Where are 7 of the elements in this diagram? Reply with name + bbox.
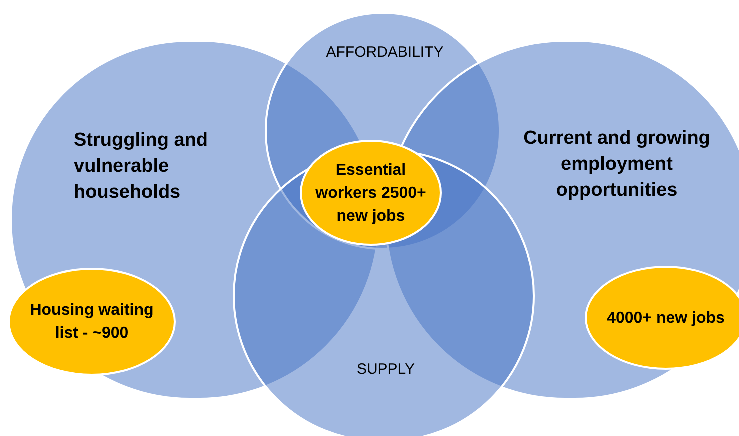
circle-label: AFFORDABILITY — [325, 43, 445, 63]
circle-label: Essential workers 2500+ new jobs — [314, 160, 428, 226]
circle-label: 4000+ new jobs — [606, 308, 726, 328]
circle-label: Housing waiting list - ~900 — [29, 301, 155, 344]
circle-label: Current and growing employment opportunities — [522, 127, 712, 203]
circle-label: Struggling and vulnerable households — [74, 129, 210, 205]
circle-label: SUPPLY — [356, 360, 416, 380]
